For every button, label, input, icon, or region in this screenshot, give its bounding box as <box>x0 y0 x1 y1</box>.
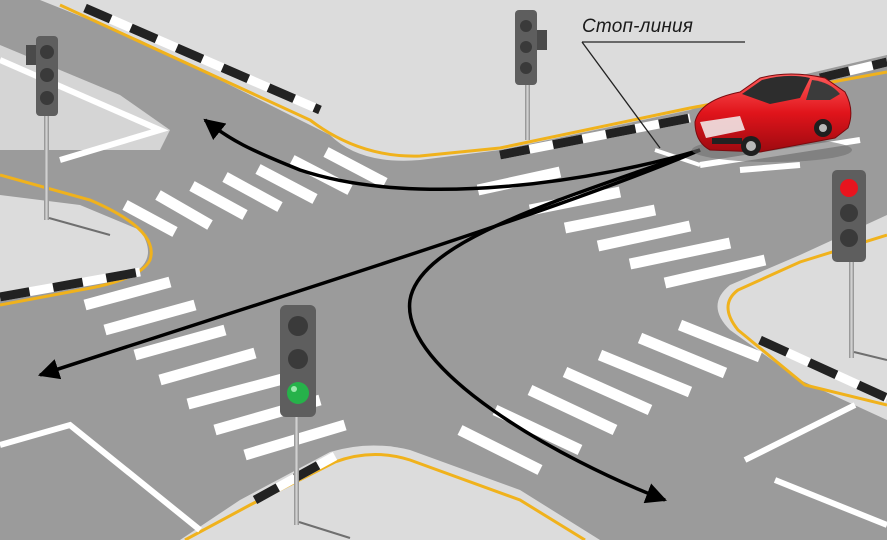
traffic-light-front <box>280 305 351 539</box>
car-icon <box>692 73 852 162</box>
stop-line-label: Стоп-линия <box>582 16 694 37</box>
red-signal-icon <box>840 179 858 197</box>
sidewalk-right <box>717 215 887 420</box>
arrow-left-turn <box>203 118 701 192</box>
sidewalk-top <box>40 0 887 161</box>
curb-stones <box>0 3 887 504</box>
traffic-light-top-center <box>515 10 547 140</box>
arrow-right-turn <box>407 148 701 504</box>
curb-lines <box>0 3 887 540</box>
sidewalk-bottom <box>180 445 600 540</box>
turn-arrows <box>38 118 701 504</box>
arrow-straight <box>38 148 701 380</box>
stop-line-leader <box>581 41 745 149</box>
traffic-light-right <box>832 170 887 361</box>
crosswalk-bottom-right <box>457 319 763 475</box>
traffic-light-top-left <box>26 36 111 236</box>
green-signal-icon <box>287 382 309 404</box>
